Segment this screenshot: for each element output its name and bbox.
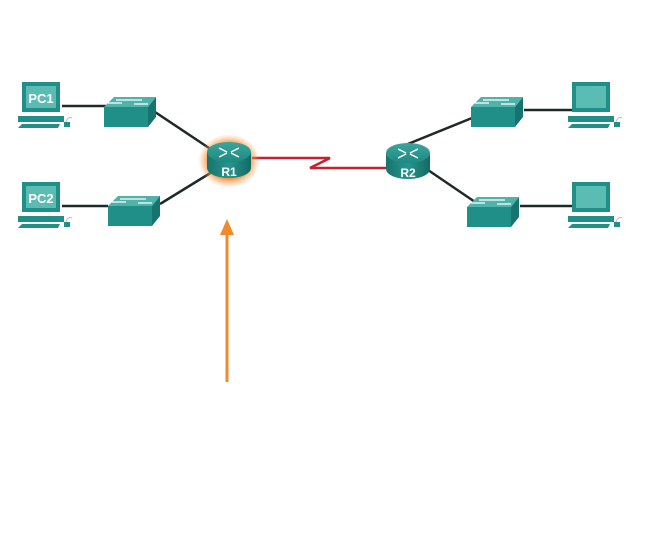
r1-label: R1	[221, 165, 237, 179]
link-switch2-r1	[159, 170, 213, 206]
serial-link-r1-r2	[252, 156, 388, 170]
pc2[interactable]: PC2	[17, 181, 73, 229]
pc3[interactable]	[567, 81, 623, 129]
switch2[interactable]	[107, 195, 161, 227]
link-r2-switch3	[397, 116, 473, 150]
pointer-arrow	[220, 219, 234, 382]
pc4[interactable]	[567, 181, 623, 229]
router-r1[interactable]: R1	[198, 134, 260, 188]
pc1[interactable]: PC1	[17, 81, 73, 129]
r2-label: R2	[400, 166, 416, 180]
switch4[interactable]	[466, 196, 520, 228]
pc-icon	[567, 181, 623, 229]
switch1[interactable]	[103, 96, 157, 128]
pc-icon	[567, 81, 623, 129]
pc2-label: PC2	[28, 191, 53, 206]
ethernet-links	[62, 104, 572, 208]
link-r2-switch4	[427, 168, 479, 206]
switch3[interactable]	[470, 96, 524, 128]
router-arrows-icon	[397, 148, 419, 159]
router-r2[interactable]: R2	[386, 143, 430, 180]
link-switch1-r1	[154, 110, 213, 152]
router-arrows-icon	[218, 147, 240, 158]
pc1-label: PC1	[28, 91, 53, 106]
